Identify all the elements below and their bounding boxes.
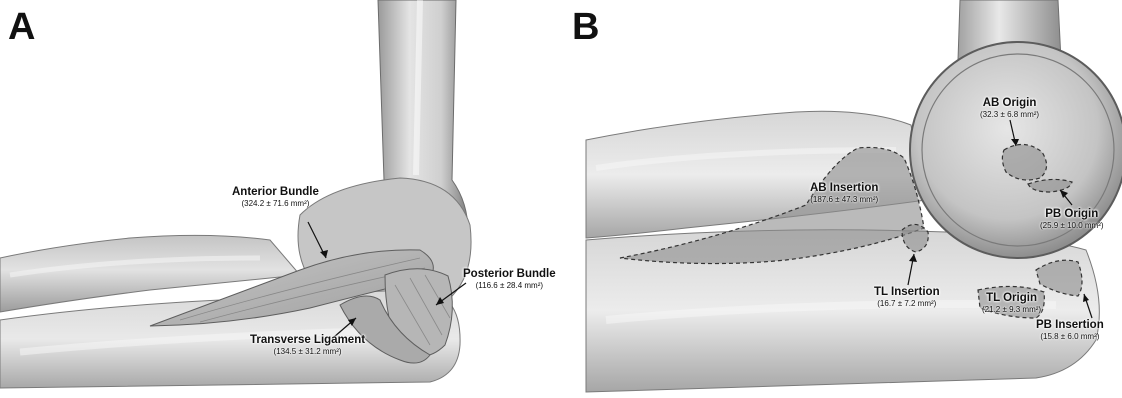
- ab-origin-title: AB Origin: [980, 97, 1039, 109]
- label-pb-origin: PB Origin (25.9 ± 10.0 mm²): [1040, 208, 1104, 230]
- tl-origin-value: (21.2 ± 9.3 mm²): [982, 305, 1041, 314]
- label-tl-origin: TL Origin (21.2 ± 9.3 mm²): [982, 292, 1041, 314]
- label-transverse-ligament: Transverse Ligament (134.5 ± 31.2 mm²): [250, 334, 365, 356]
- ab-insertion-value: (187.6 ± 47.3 mm²): [810, 195, 878, 204]
- ab-origin-footprint: [1002, 144, 1046, 180]
- tl-insertion-value: (16.7 ± 7.2 mm²): [874, 299, 940, 308]
- pb-origin-value: (25.9 ± 10.0 mm²): [1040, 221, 1104, 230]
- panel-b: B AB Origin (32.3 ± 6.8 mm²) AB Insertio…: [566, 0, 1122, 398]
- posterior-bundle-value: (116.6 ± 28.4 mm²): [463, 281, 556, 290]
- transverse-ligament-title: Transverse Ligament: [250, 334, 365, 346]
- pb-insertion-value: (15.8 ± 6.0 mm²): [1036, 332, 1104, 341]
- ab-insertion-title: AB Insertion: [810, 182, 878, 194]
- label-tl-insertion: TL Insertion (16.7 ± 7.2 mm²): [874, 286, 940, 308]
- tl-insertion-title: TL Insertion: [874, 286, 940, 298]
- label-ab-insertion: AB Insertion (187.6 ± 47.3 mm²): [810, 182, 878, 204]
- label-pb-insertion: PB Insertion (15.8 ± 6.0 mm²): [1036, 319, 1104, 341]
- anterior-bundle-title: Anterior Bundle: [232, 186, 319, 198]
- transverse-ligament-value: (134.5 ± 31.2 mm²): [250, 347, 365, 356]
- ab-origin-value: (32.3 ± 6.8 mm²): [980, 110, 1039, 119]
- panel-b-label: B: [572, 8, 599, 46]
- pb-insertion-title: PB Insertion: [1036, 319, 1104, 331]
- label-anterior-bundle: Anterior Bundle (324.2 ± 71.6 mm²): [232, 186, 319, 208]
- pb-origin-title: PB Origin: [1040, 208, 1104, 220]
- panel-a: A Anterior Bundle (324.2 ± 71.6 mm²) Pos…: [0, 0, 556, 398]
- label-posterior-bundle: Posterior Bundle (116.6 ± 28.4 mm²): [463, 268, 556, 290]
- posterior-bundle-title: Posterior Bundle: [463, 268, 556, 280]
- anterior-bundle-value: (324.2 ± 71.6 mm²): [232, 199, 319, 208]
- tl-origin-title: TL Origin: [982, 292, 1041, 304]
- label-ab-origin: AB Origin (32.3 ± 6.8 mm²): [980, 97, 1039, 119]
- panel-a-label: A: [8, 8, 35, 46]
